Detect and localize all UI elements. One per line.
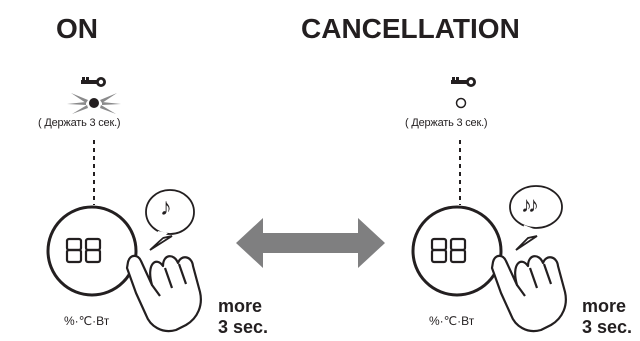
more-line2-left: 3 sec.	[218, 317, 269, 337]
more-label-right: more 3 sec.	[582, 296, 632, 338]
note-icon-left: ♪	[160, 194, 172, 221]
off-indicator-right	[455, 97, 467, 109]
speech-bubble-left	[145, 189, 195, 251]
unit-label-right: %·℃·Вт	[429, 314, 475, 328]
pressing-hand-icon-right	[490, 254, 567, 333]
heading-cancellation: CANCELLATION	[301, 13, 520, 44]
segment-display-right	[430, 237, 467, 264]
unit-label-left: %·℃·Вт	[64, 314, 110, 328]
double-note-icon-right: ♪♪	[521, 192, 539, 217]
lit-indicator-left	[67, 93, 121, 114]
double-arrow	[236, 218, 385, 268]
hold-label-left: ( Держать 3 сек.)	[38, 117, 121, 129]
key-icon-right	[451, 77, 476, 87]
speech-bubble-right	[509, 185, 563, 251]
more-line2-right: 3 sec.	[582, 317, 633, 337]
hold-label-right: ( Держать 3 сек.)	[405, 117, 488, 129]
key-icon-left	[81, 77, 106, 87]
more-line1-left: more	[218, 296, 263, 316]
more-line1-right: more	[582, 296, 627, 316]
pressing-hand-icon-left	[125, 254, 202, 333]
more-label-left: more 3 sec.	[218, 296, 268, 338]
heading-on: ON	[56, 13, 98, 44]
segment-display-left	[65, 237, 102, 264]
